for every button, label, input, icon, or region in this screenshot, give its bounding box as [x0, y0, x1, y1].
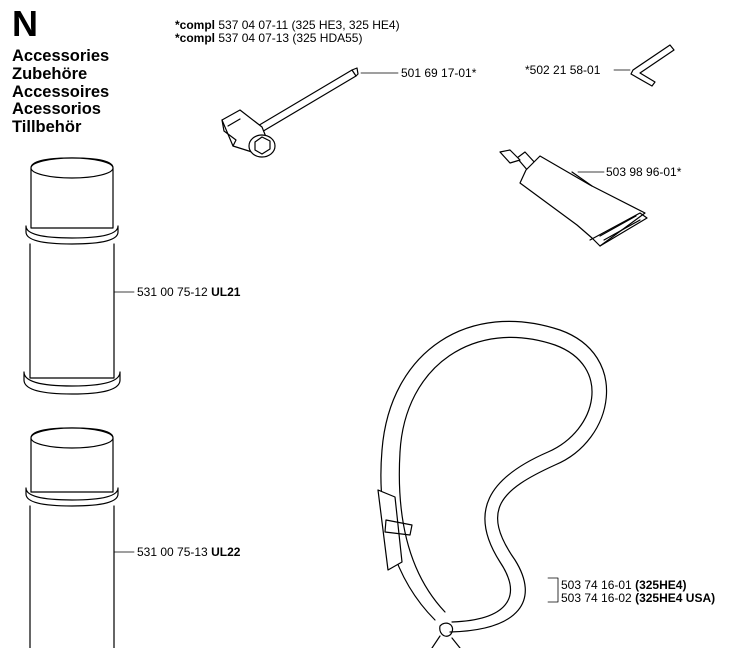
grease-tube-part-number: 503 98 96-01*: [606, 165, 682, 179]
section-titles: Accessories Zubehöre Accessoires Acessor…: [12, 47, 110, 137]
compl-line-1: *compl 537 04 07-11 (325 HE3, 325 HE4): [175, 18, 400, 32]
title-swedish: Tillbehör: [12, 118, 82, 137]
harness-strap-icon: [377, 320, 608, 648]
compl-line-2: *compl 537 04 07-13 (325 HDA55): [175, 30, 363, 45]
harness-label-2: 503 74 16-02 (325HE4 USA): [561, 591, 716, 605]
title-english: Accessories: [12, 47, 110, 65]
hex-key-part-number: *502 21 58-01: [525, 63, 601, 77]
spanner-icon: [221, 67, 359, 158]
spray-can-2-label: 531 00 75-13 UL22: [137, 545, 241, 559]
harness-label-1: 503 74 16-01 (325HE4): [561, 578, 687, 592]
grease-tube-icon: [499, 149, 648, 247]
spray-can-1-label: 531 00 75-12 UL21: [137, 285, 241, 299]
title-french: Accessoires: [12, 82, 110, 101]
title-portuguese: Acessorios: [12, 100, 101, 119]
spray-can-1-icon: [23, 157, 121, 395]
section-letter: N: [12, 3, 38, 44]
hex-key-icon: [630, 44, 675, 87]
wrench-part-number: 501 69 17-01*: [401, 66, 477, 80]
title-german: Zubehöre: [12, 64, 88, 83]
compl-note: *compl 537 04 07-11 (325 HE3, 325 HE4) *…: [175, 19, 400, 44]
spray-can-2-icon: [25, 427, 119, 648]
